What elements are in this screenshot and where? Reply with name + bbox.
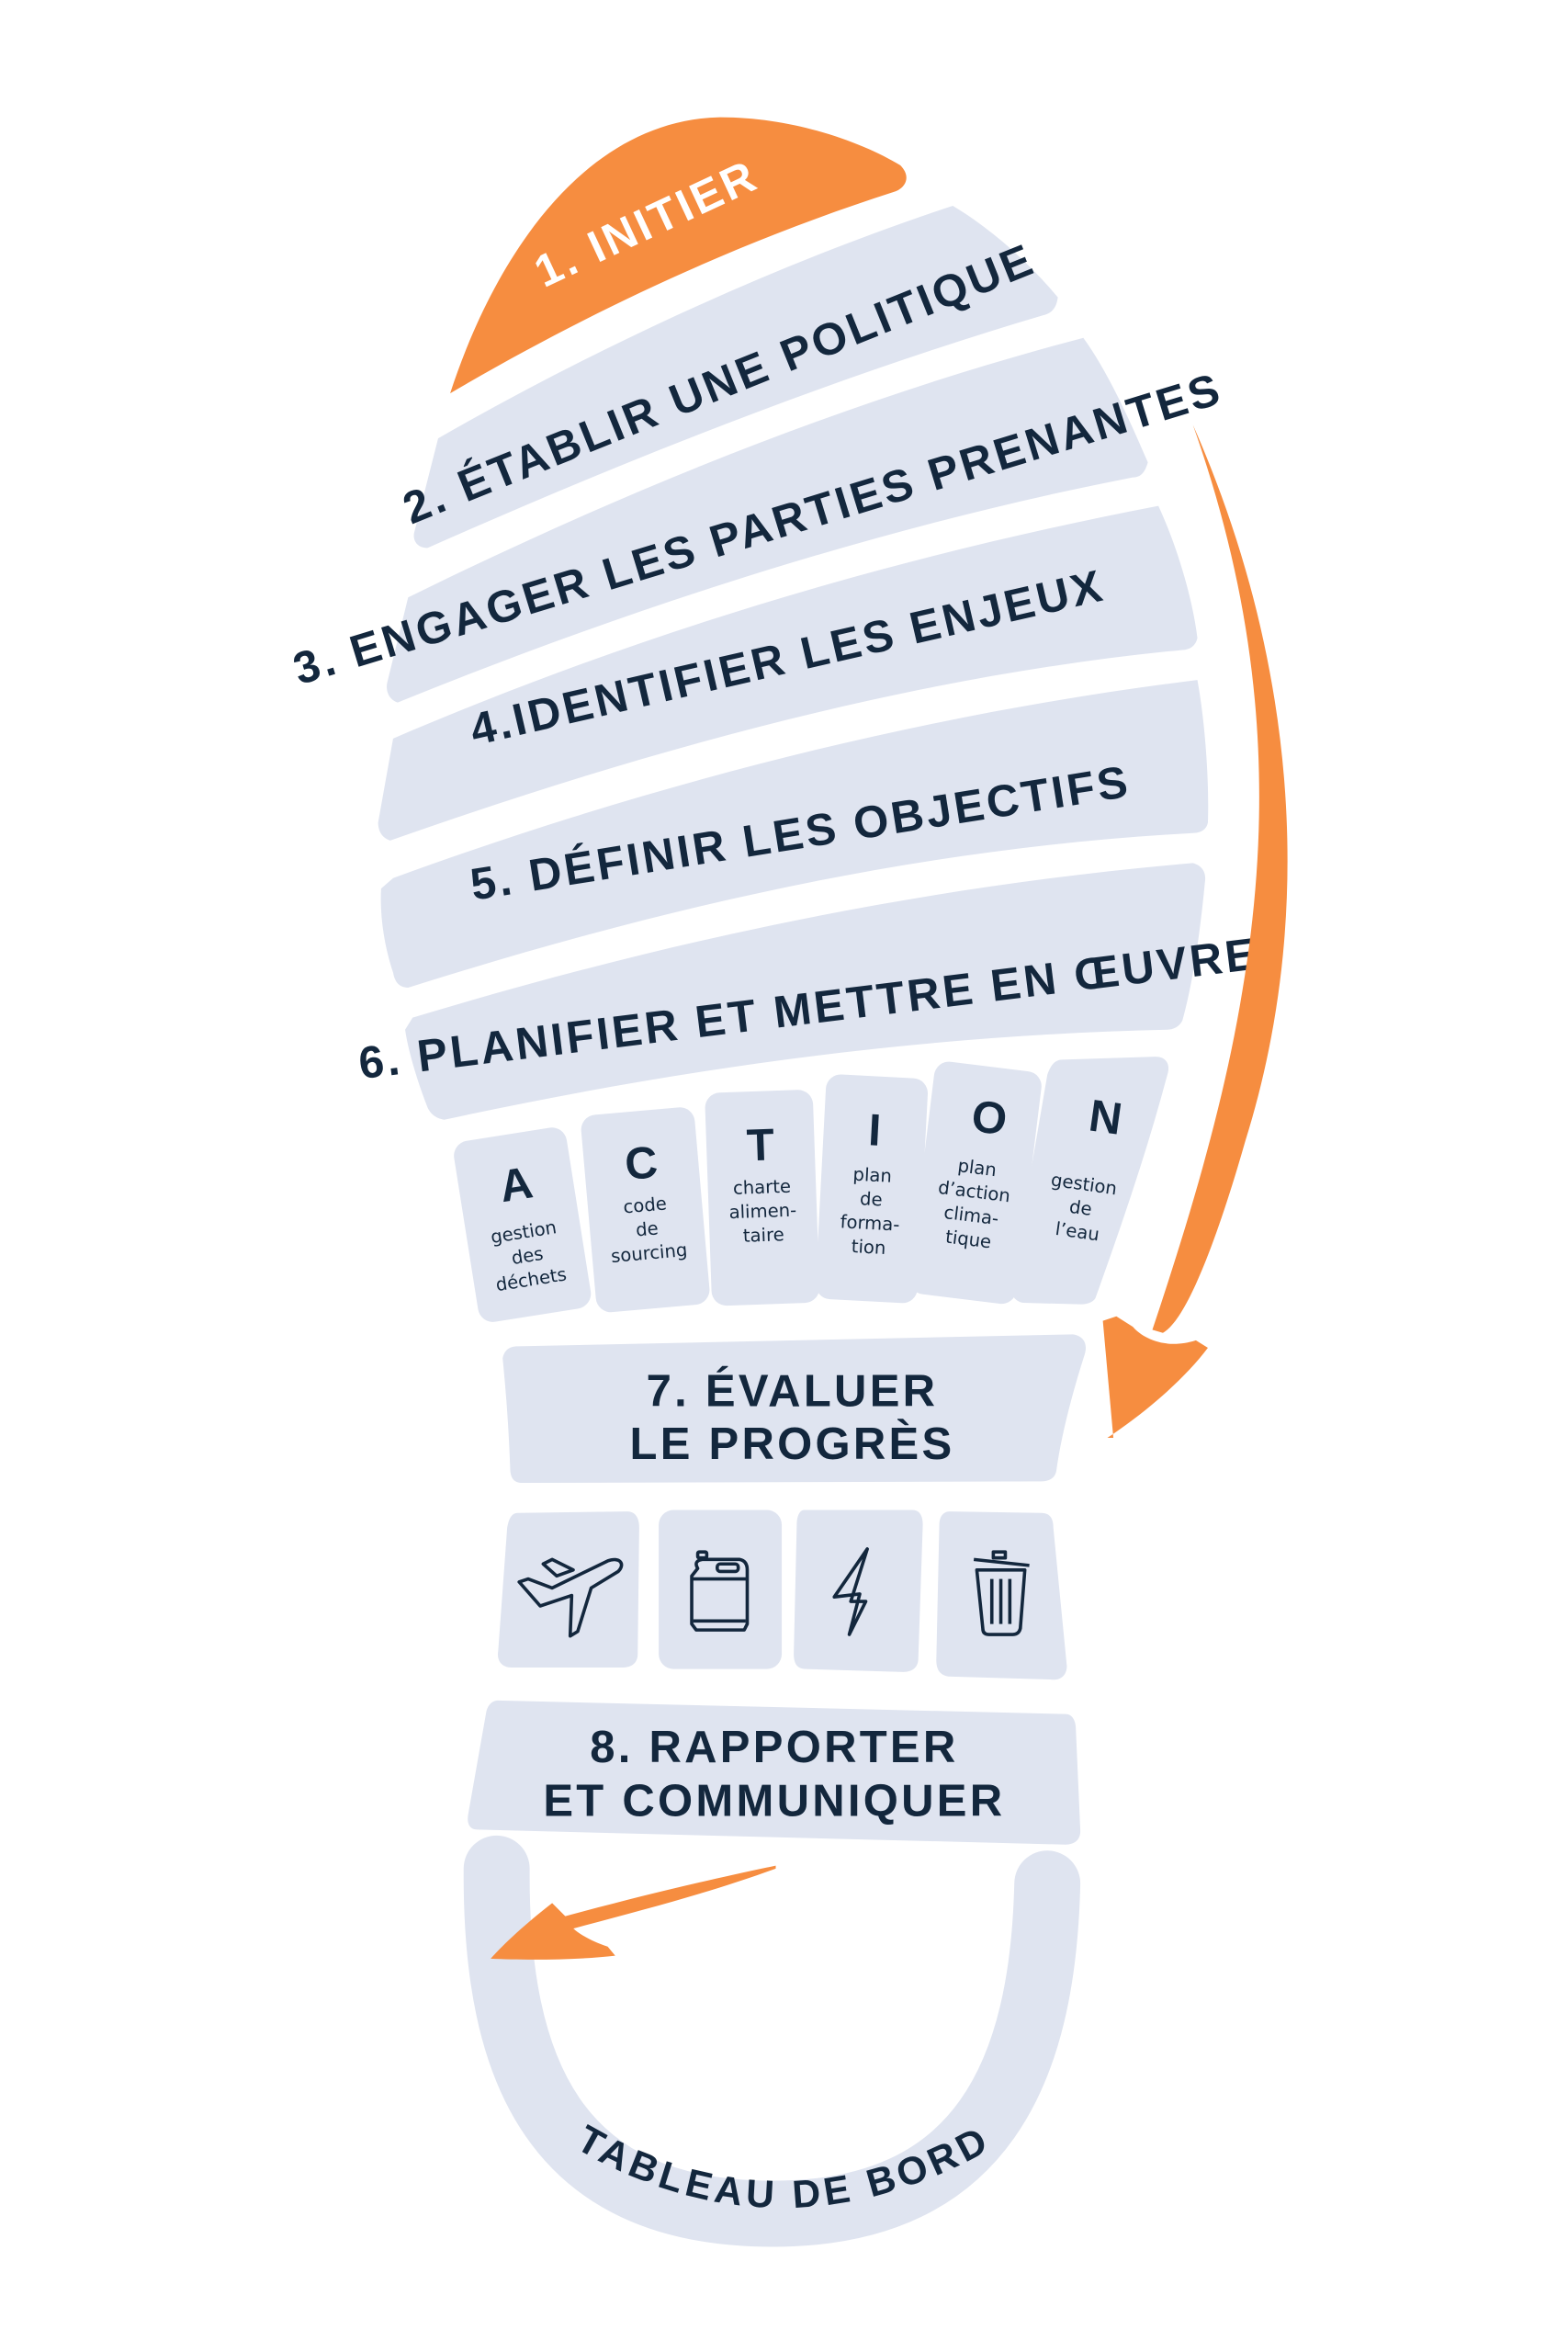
action-card-a: A gestion des déchets (454, 1127, 592, 1322)
action-text: plan (852, 1164, 892, 1187)
action-text: de (635, 1217, 659, 1240)
action-card-n: N gestion de l’eau (1010, 1057, 1169, 1305)
progress-arrow-left (491, 1865, 776, 1960)
action-letter: A (496, 1158, 536, 1212)
action-text: plan (956, 1155, 998, 1181)
action-letter: O (969, 1091, 1010, 1145)
action-letter: I (867, 1105, 882, 1156)
step-7-band: 7. ÉVALUER LE PROGRÈS (502, 1334, 1087, 1484)
lightning-card (794, 1510, 923, 1672)
action-text: alimen- (728, 1200, 796, 1224)
icon-cards (498, 1510, 1067, 1680)
action-text: de (1068, 1196, 1093, 1220)
action-cards: A gestion des déchets C code de sourcing… (454, 1057, 1169, 1322)
action-text: code (623, 1193, 668, 1217)
action-text: des (510, 1243, 545, 1269)
jerrycan-icon (690, 1550, 750, 1632)
step-7-label-line2: LE PROGRÈS (630, 1419, 955, 1469)
action-letter: N (1086, 1091, 1125, 1144)
jerrycan-card (659, 1510, 783, 1669)
trash-card (936, 1511, 1067, 1680)
airplane-icon (517, 1557, 624, 1638)
action-card-c: C code de sourcing (581, 1107, 710, 1313)
action-card-o: O plan d’action clima- tique (908, 1061, 1042, 1305)
action-text: forma- (840, 1211, 900, 1235)
step-8-label-line1: 8. RAPPORTER (590, 1723, 958, 1772)
action-text: tion (851, 1236, 886, 1259)
progress-arrow-right (1102, 424, 1288, 1439)
trash-icon (973, 1550, 1030, 1636)
action-card-i: I plan de forma- tion (815, 1074, 929, 1304)
step-8-band: 8. RAPPORTER ET COMMUNIQUER (468, 1700, 1081, 1845)
action-text: de (860, 1188, 884, 1210)
action-text: taire (742, 1224, 784, 1247)
action-text: charte (733, 1176, 792, 1199)
action-letter: C (623, 1137, 660, 1190)
lightning-icon (832, 1547, 869, 1636)
action-letter: T (746, 1120, 775, 1170)
step-8-label-line2: ET COMMUNIQUER (543, 1777, 1005, 1826)
airplane-card (498, 1511, 639, 1668)
step-7-label-line1: 7. ÉVALUER (647, 1367, 939, 1417)
action-card-t: T charte alimen- taire (705, 1090, 820, 1306)
